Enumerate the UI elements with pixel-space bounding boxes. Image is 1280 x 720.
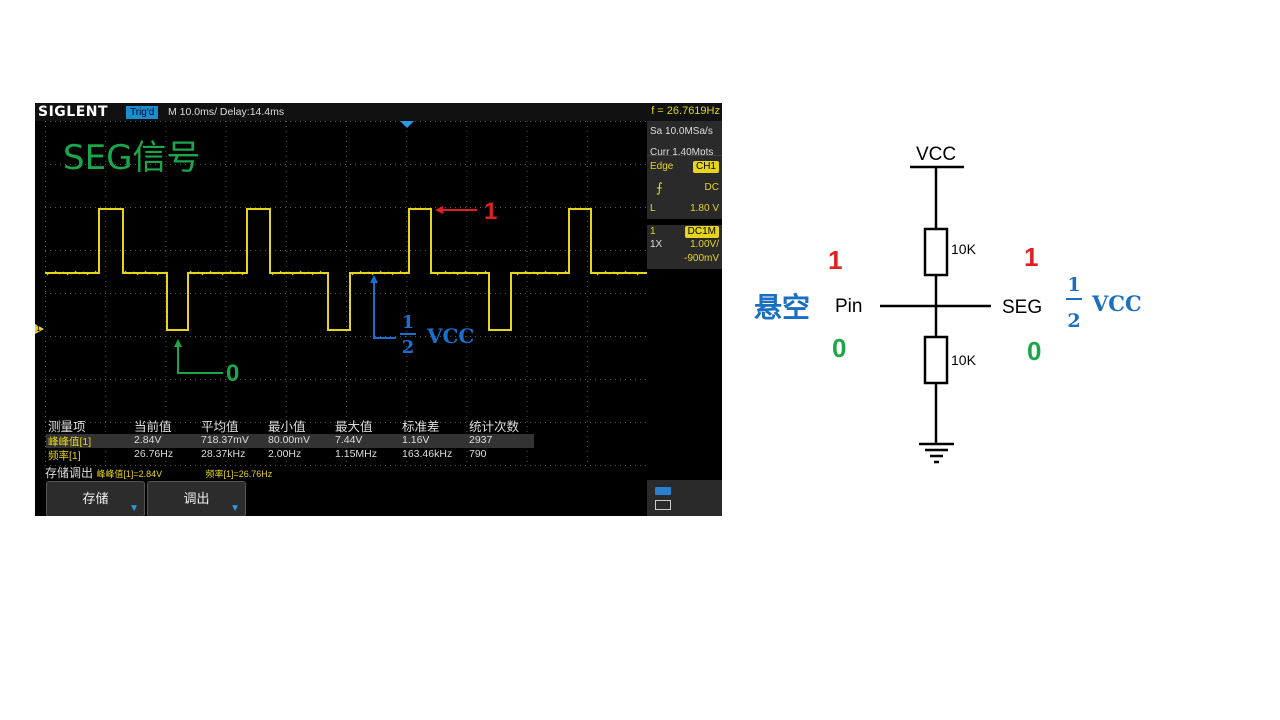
measurement-header-row: 测量项 当前值 平均值 最小值 最大值 标准差 统计次数 [46,418,646,434]
waveform-display: 1 0 1 2 VCC SEG信号 [45,121,647,466]
seg-label: SEG [1002,297,1042,318]
pin-low-label: 0 [832,333,846,363]
header-count: 统计次数 [469,420,520,434]
half-fraction-numerator: 1 [402,312,415,333]
measurement-row-freq[interactable]: 频率[1] 26.76Hz 28.37kHz 2.00Hz 1.15MHz 16… [46,448,646,462]
half-fraction-denominator: 2 [402,337,415,358]
trigger-level: 1.80 V [690,203,719,214]
measurement-mean: 28.37kHz [201,448,246,460]
store-softkey-label: 存储 [82,491,109,506]
trigger-position-marker [400,121,414,128]
half-numerator: 1 [1067,274,1080,296]
header-mean: 平均值 [201,420,239,434]
timebase-readout: M 10.0ms/ Delay:14.4ms [168,106,285,118]
measurement-current: 26.76Hz [134,448,174,460]
ch1-trace [45,208,647,331]
trigger-level-label: L [650,203,656,214]
store-freq-value: 频率[1]=26.76Hz [205,469,273,479]
measurement-row-pk-pk[interactable]: 峰峰值[1] 2.84V 718.37mV 80.00mV 7.44V 1.16… [46,434,534,448]
trigger-coupling: DC [704,182,719,193]
measurement-current: 2.84V [134,434,162,446]
scope-top-bar [35,103,722,121]
header-item: 测量项 [48,420,86,434]
header-max: 最大值 [335,420,373,434]
seg-high-label: 1 [1024,242,1038,272]
network-icon [655,500,671,510]
oscilloscope-screenshot: SIGLENT Trig'd M 10.0ms/ Delay:14.4ms f … [35,103,722,516]
measurement-table: 测量项 当前值 平均值 最小值 最大值 标准差 统计次数 峰峰值[1] 2.84… [46,418,646,462]
measurement-count: 790 [469,448,487,460]
header-stddev: 标准差 [402,420,440,434]
resistor-bottom [923,335,949,385]
measurement-min: 80.00mV [268,434,311,446]
half-denominator: 2 [1067,310,1080,332]
measurement-name: 峰峰值[1] [48,436,92,448]
measurement-mean: 718.37mV [201,434,249,446]
sample-rate: Sa 10.0MSa/s [650,126,713,137]
annotation-low-label: 0 [226,360,239,387]
store-softkey[interactable]: 存储 ▼ [46,481,145,516]
memory-depth: Curr 1.40Mpts [650,147,714,158]
seg-half-vcc-label: 1 2 VCC [1066,274,1142,332]
trigger-status-badge: Trig'd [126,106,159,119]
waveform-svg: 1 0 1 2 VCC SEG信号 [45,121,647,466]
seg-low-label: 0 [1027,336,1041,366]
annotation-half-vcc: 1 2 VCC [370,275,474,358]
store-recall-bar: 存储调出 峰峰值[1]=2.84V 频率[1]=26.76Hz [45,464,272,481]
channel-coupling: DC1M [684,226,719,238]
store-recall-title: 存储调出 [45,466,94,480]
annotation-high-label: 1 [484,198,497,225]
channel-number: 1 [650,226,656,237]
trigger-panel[interactable]: Edge CH1 ⨍ DC L 1.80 V [647,155,722,219]
resistor-top-label: 10K [951,241,977,257]
half-vcc-text: VCC [1091,291,1142,316]
status-icons [647,480,722,516]
divider-circuit-diagram: VCC 10K 10K 悬空 Pin SEG 1 0 1 0 1 2 VCC [754,144,1142,464]
ground-symbol [919,442,954,464]
resistor-bottom-label: 10K [951,352,977,368]
brand-logo: SIGLENT [38,104,109,120]
trigger-type: Edge [650,161,674,172]
rising-edge-icon: ⨍ [656,180,663,195]
ch1-offset-marker-label: 1 [36,324,41,333]
half-vcc-label: VCC [426,324,474,348]
measurement-min: 2.00Hz [268,448,302,460]
store-pk-pk-value: 峰峰值[1]=2.84V [96,469,163,479]
usb-icon [655,487,671,495]
recall-softkey-label: 调出 [183,491,210,506]
floating-label: 悬空 [754,291,810,324]
header-current: 当前值 [134,420,172,434]
measurement-stddev: 163.46kHz [402,448,453,460]
probe-ratio: 1X [650,239,663,250]
pin-label: Pin [835,296,862,317]
channel-offset: -900mV [683,253,719,264]
ch1-trace-noise [46,270,643,276]
trigger-source: CH1 [692,161,719,173]
scope-title: SEG信号 [63,138,200,178]
pin-high-label: 1 [828,245,842,275]
channel1-panel[interactable]: 1 DC1M 1X 1.00V/ -900mV [647,225,722,269]
arrow-down-icon: ▼ [230,503,240,514]
measurement-max: 7.44V [335,434,363,446]
measurement-name: 频率[1] [48,450,81,462]
annotation-low: 0 [174,339,239,387]
measurement-stddev: 1.16V [402,434,430,446]
annotation-high: 1 [435,198,497,225]
measurement-count: 2937 [469,434,493,446]
resistor-top [923,227,949,277]
vcc-label: VCC [916,144,956,165]
volts-per-div: 1.00V/ [690,239,719,250]
measurement-max: 1.15MHz [335,448,378,460]
ch1-offset-marker [35,324,44,334]
frequency-readout: f = 26.7619Hz [651,105,720,117]
header-min: 最小值 [268,420,306,434]
arrow-down-icon: ▼ [129,503,139,514]
recall-softkey[interactable]: 调出 ▼ [147,481,246,516]
